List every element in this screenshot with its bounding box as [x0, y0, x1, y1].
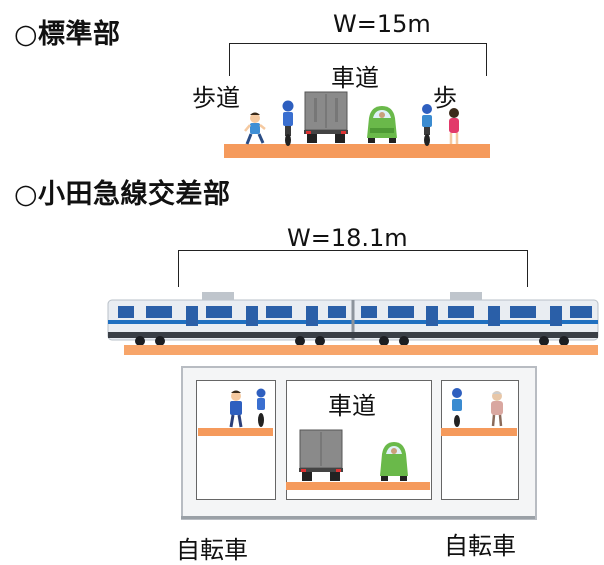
section1-width-bracket	[229, 43, 487, 76]
underpass-base-line	[181, 516, 535, 519]
cyclist-icon	[422, 104, 432, 146]
section1-label-road: 車道	[331, 64, 379, 92]
section2-width-bracket	[178, 250, 528, 287]
runner-icon	[244, 112, 266, 145]
right-bike-ground	[441, 428, 517, 436]
section2-label-road: 車道	[328, 392, 376, 420]
section1-ground	[224, 144, 490, 158]
cyclist-icon	[256, 388, 266, 427]
section2-title: ○小田急線交差部	[14, 179, 231, 210]
section1-label-sidewalk-right: 歩	[433, 84, 457, 112]
truck-icon	[299, 429, 343, 481]
section2-width-label: W=18.1m	[287, 224, 408, 252]
left-bike-ground	[198, 428, 273, 436]
cyclist-icon	[282, 100, 294, 146]
section1-width-label: W=15m	[333, 10, 431, 38]
truck-icon	[304, 91, 348, 143]
pedestrian-icon	[229, 390, 243, 428]
cyclist-icon	[452, 388, 462, 427]
section2-label-bike-right: 自転車	[444, 532, 516, 560]
pedestrian-icon	[491, 391, 503, 427]
section1-label-sidewalk-left: 歩道	[192, 84, 240, 112]
right-bike-passage	[441, 380, 519, 500]
car-icon	[367, 106, 397, 143]
car-icon	[380, 442, 408, 481]
road-ground	[286, 482, 430, 490]
section2-label-bike-left: 自転車	[176, 536, 248, 564]
train-icon	[107, 292, 599, 346]
pedestrian-icon	[449, 108, 459, 144]
section2-rail-ground	[124, 345, 598, 355]
section1-title: ○標準部	[14, 19, 121, 50]
